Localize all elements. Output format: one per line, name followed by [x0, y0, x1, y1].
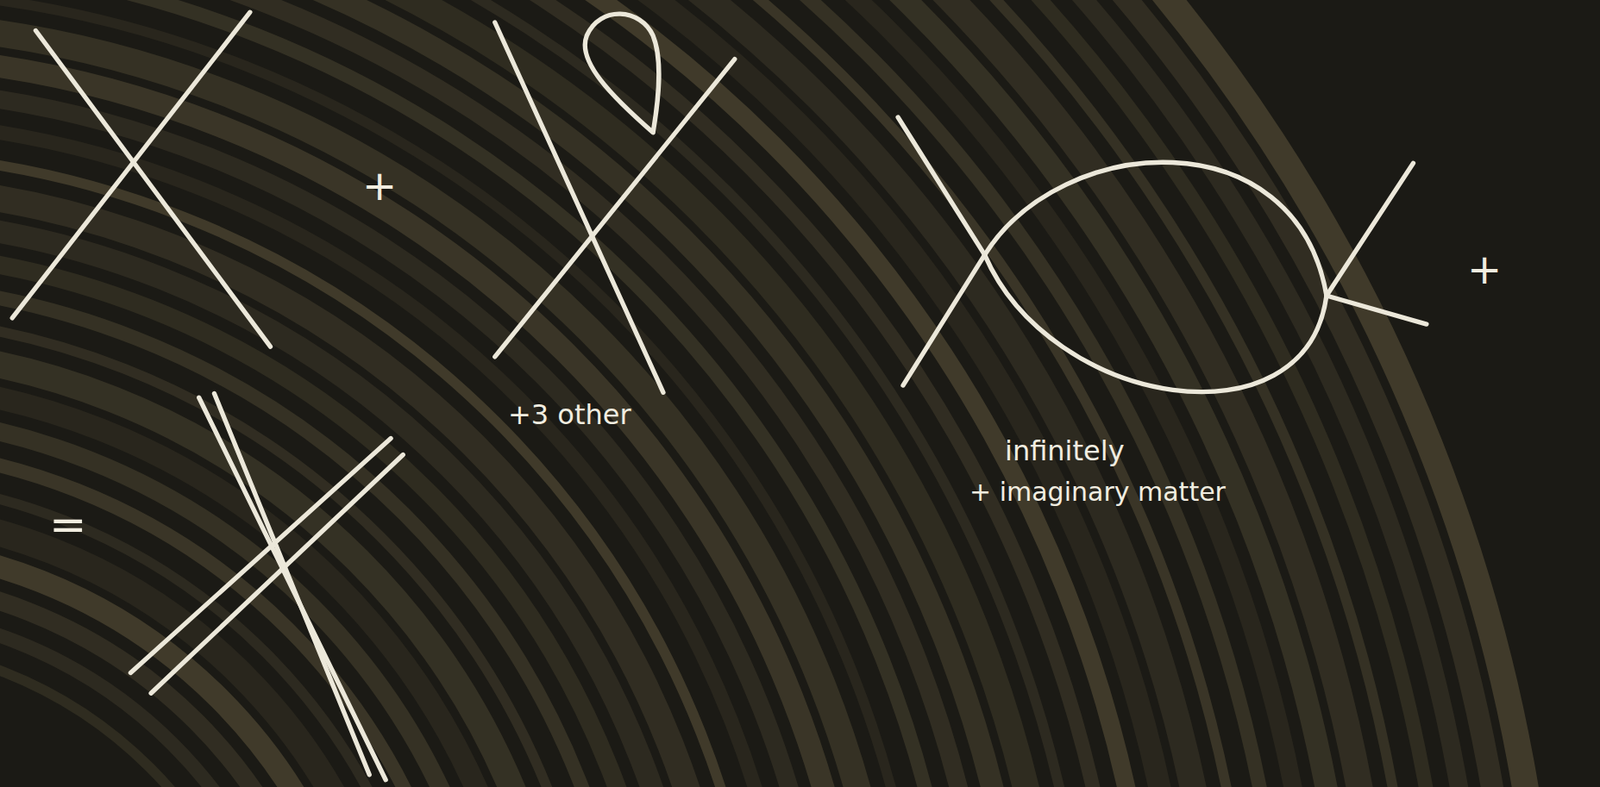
note-text: infinitely: [1004, 436, 1125, 467]
smear-arc: [0, 0, 1451, 787]
chalk-line: [150, 454, 403, 694]
note-text: +3 other: [508, 400, 632, 431]
equals-sign: =: [49, 500, 88, 550]
plus-sign: +: [1467, 246, 1502, 293]
chalk-line: [495, 59, 735, 358]
smear-arc: [0, 0, 1354, 787]
note-text: + imaginary matter: [969, 477, 1226, 507]
chalk-line: [1326, 295, 1427, 325]
chalk-line: [213, 394, 370, 776]
chalk-line: [897, 117, 986, 256]
chalk-lines: [12, 12, 1427, 781]
smear-arc: [0, 0, 1158, 787]
chalk-line: [12, 12, 251, 319]
chalk-line: [130, 439, 391, 674]
chalk-loop: [985, 162, 1327, 296]
smear-arc: [0, 0, 1060, 787]
plus-sign: +: [362, 163, 397, 209]
chalk-line: [1326, 163, 1414, 296]
chalk-line: [903, 255, 986, 386]
chalk-smear: [0, 0, 1550, 787]
smear-arc: [0, 0, 1321, 787]
smear-arc: [0, 0, 1550, 787]
smear-arc: [0, 0, 1517, 787]
smear-arc: [0, 0, 1027, 787]
chalk-loop: [985, 255, 1327, 393]
chalk-line: [35, 30, 270, 347]
smear-arc: [0, 0, 1125, 787]
chalk-loop: [584, 13, 659, 133]
chalk-line: [495, 22, 664, 393]
